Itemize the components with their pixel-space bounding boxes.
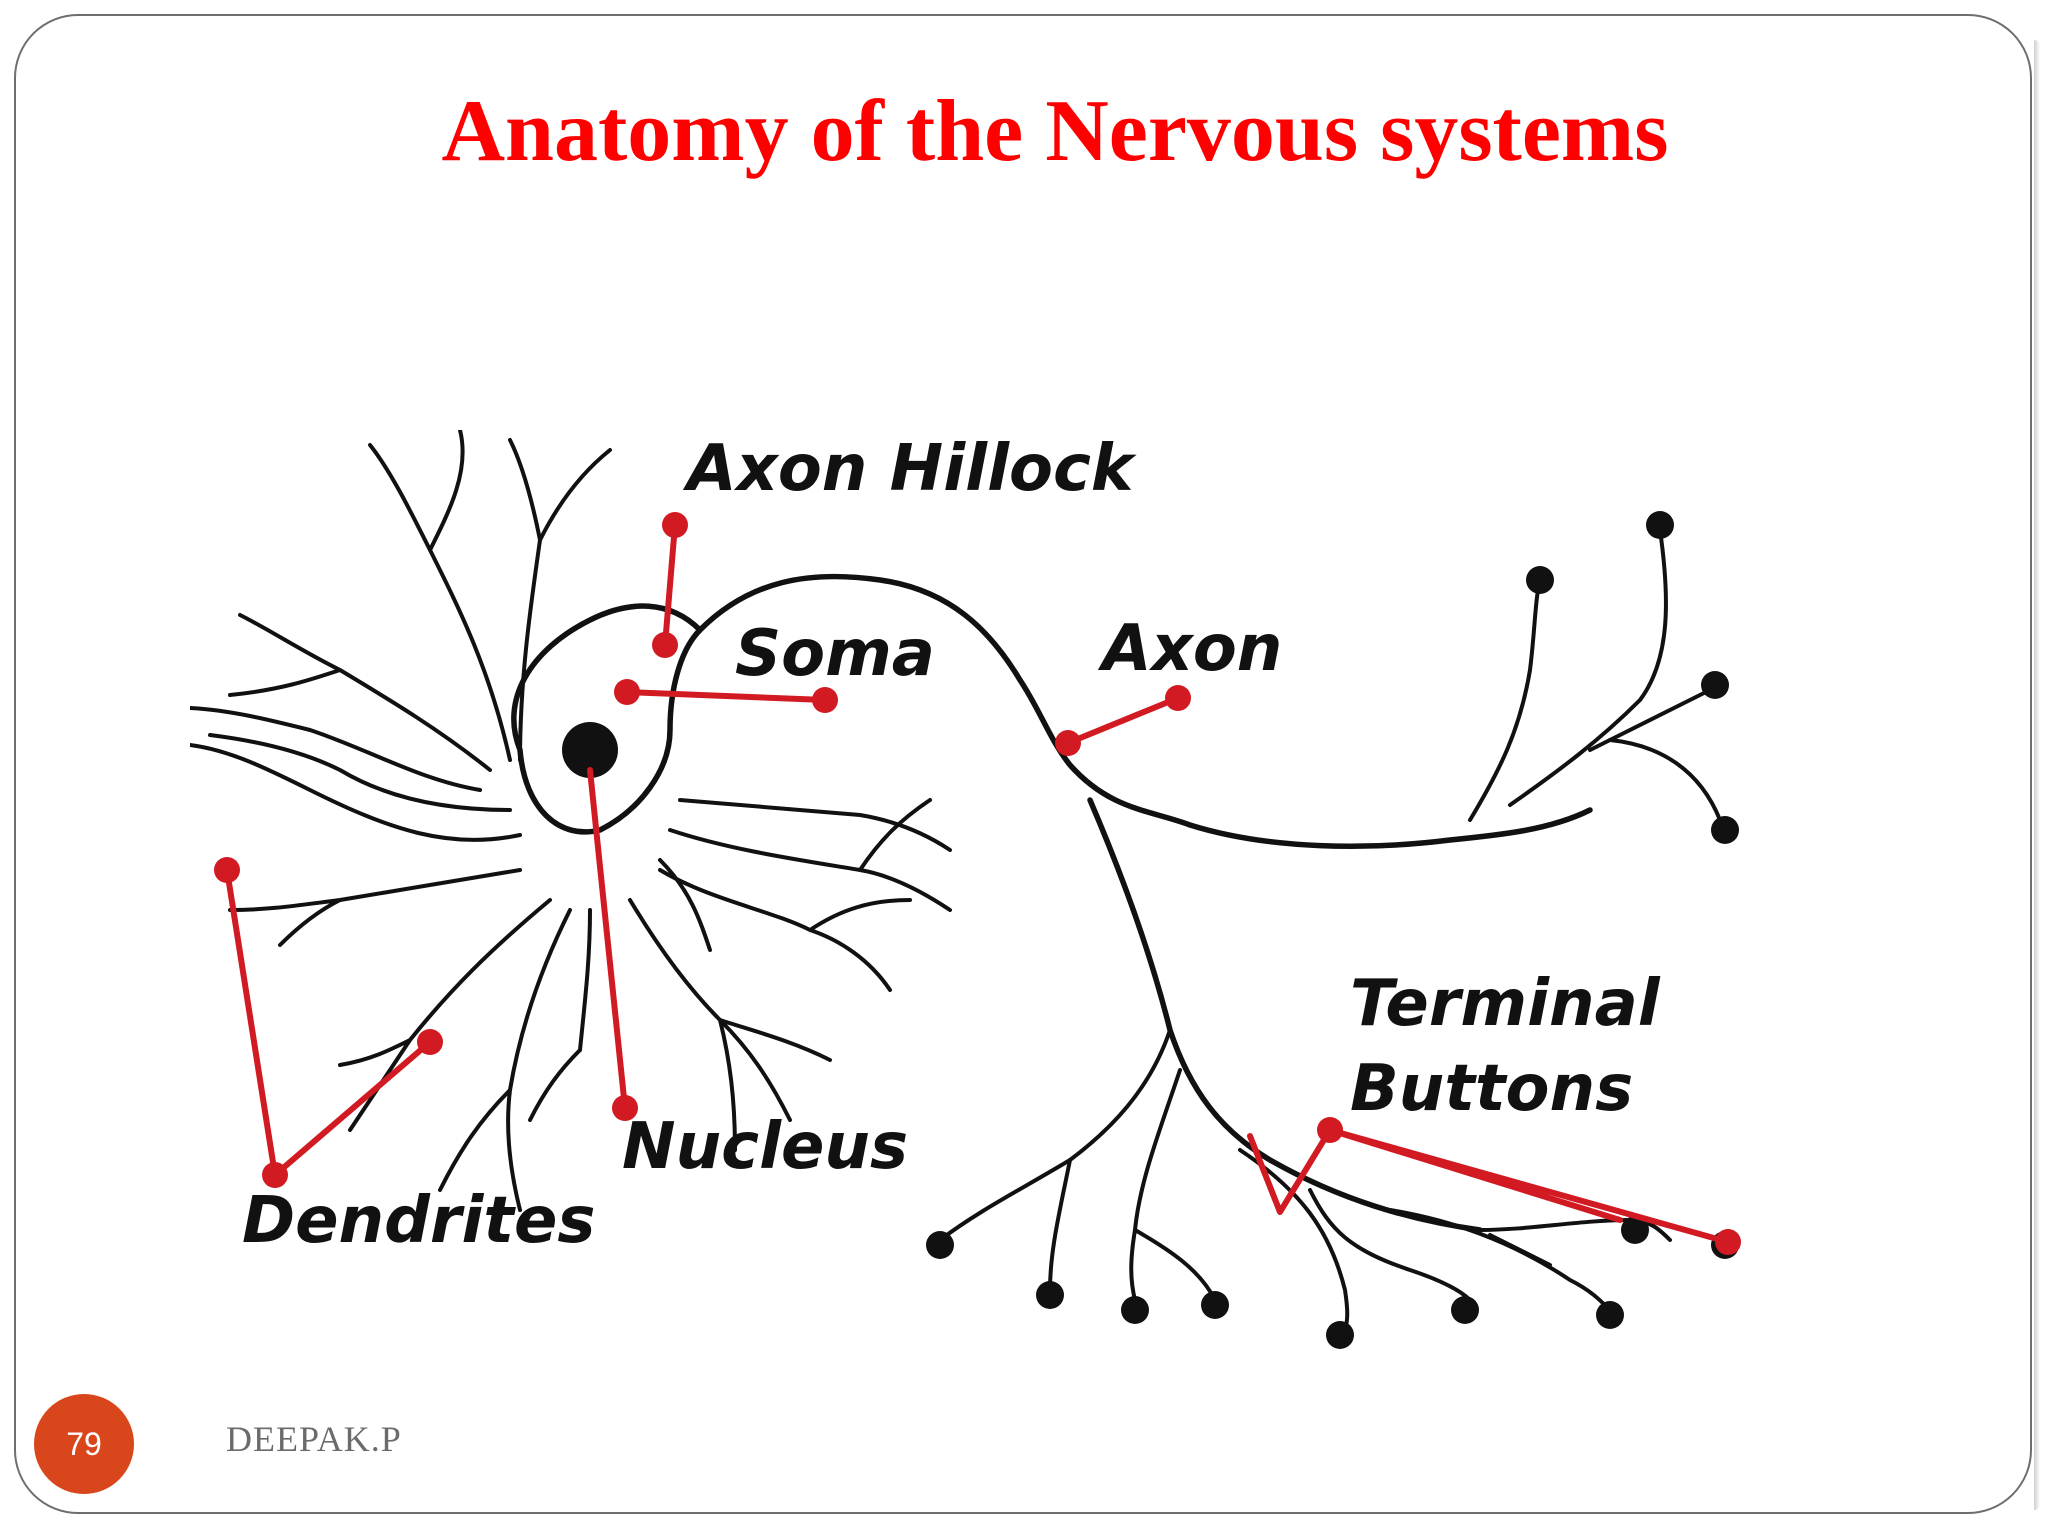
- leader-nucleus: [587, 767, 628, 1111]
- label-terminal: Terminal: [1350, 967, 1661, 1041]
- label-buttons: Buttons: [1350, 1052, 1633, 1126]
- dendrite-branches: [190, 430, 952, 1212]
- leader-soma: [624, 689, 828, 703]
- slide-frame: [14, 14, 2032, 1514]
- label-soma: Soma: [735, 617, 935, 691]
- leader-axon: [1065, 695, 1181, 746]
- slide-title: Anatomy of the Nervous systems: [441, 83, 1669, 180]
- axon-descending: [1087, 797, 1483, 1233]
- label-axon-hillock: Axon Hillock: [682, 432, 1137, 506]
- leader-terminal-buttons: [1247, 1127, 1731, 1245]
- neuron-drawing: [190, 430, 1739, 1349]
- label-axon: Axon: [1097, 612, 1282, 686]
- neuron-diagram-svg: Axon Hillock Soma Axon Nucleus Dendrites…: [190, 430, 1741, 1349]
- leader-lines: [214, 512, 1741, 1255]
- axon-main: [697, 573, 1593, 849]
- soma-outline: [511, 603, 703, 835]
- page-number-badge: 79: [34, 1394, 134, 1494]
- nucleus-shape: [562, 722, 618, 778]
- label-dendrites: Dendrites: [242, 1184, 596, 1258]
- slide-shadow: [2034, 40, 2040, 1510]
- leader-dendrites: [224, 867, 433, 1178]
- leader-axon-hillock: [662, 522, 678, 648]
- label-nucleus: Nucleus: [622, 1110, 908, 1184]
- author-footer: DEEPAK.P: [226, 1419, 402, 1459]
- neuron-diagram: Axon Hillock Soma Axon Nucleus Dendrites…: [190, 430, 1810, 1390]
